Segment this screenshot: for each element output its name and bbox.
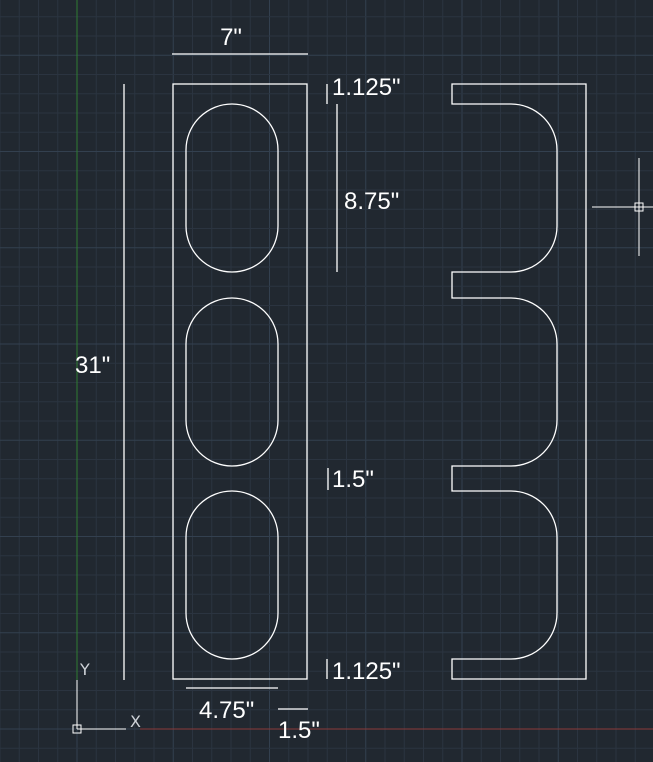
dimension-lines bbox=[123, 53, 338, 710]
oval-slot-middle bbox=[185, 297, 279, 467]
dim-text-slot-length: 8.75" bbox=[344, 188, 399, 215]
crosshair-cursor-icon bbox=[592, 158, 653, 256]
oval-slot-bottom bbox=[185, 490, 279, 660]
oval-slot-top bbox=[185, 103, 279, 273]
dim-text-gap: 1.5" bbox=[332, 466, 374, 493]
dim-text-width-top: 7" bbox=[220, 24, 242, 51]
ucs-x-label: X bbox=[130, 712, 141, 731]
dim-text-side-margin: 1.5" bbox=[278, 717, 320, 744]
dim-text-slot-width: 4.75" bbox=[199, 697, 254, 724]
dim-text-bottom-margin: 1.125" bbox=[332, 658, 401, 685]
panel-outline bbox=[172, 83, 308, 680]
ucs-icon: Y X bbox=[72, 660, 141, 734]
dim-text-top-margin: 1.125" bbox=[332, 74, 401, 101]
left-panel bbox=[172, 83, 308, 680]
ucs-y-label: Y bbox=[79, 660, 90, 679]
dim-text-overall-height: 31" bbox=[75, 352, 110, 379]
right-panel-profile bbox=[451, 83, 587, 680]
